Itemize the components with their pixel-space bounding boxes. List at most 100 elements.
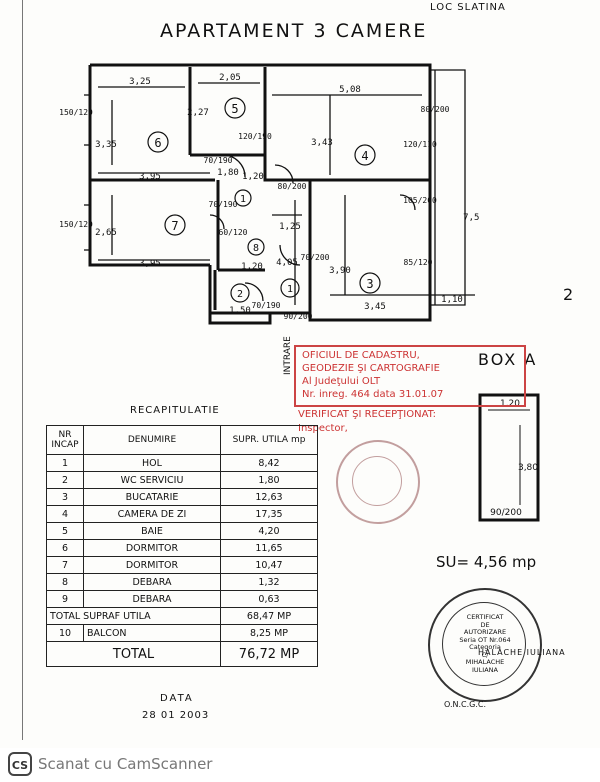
- stamp-line: Inspector,: [298, 423, 348, 434]
- total-util-row: TOTAL SUPRAF UTILA 68,47 MP: [46, 607, 318, 625]
- header-name: DENUMIRE: [83, 425, 221, 455]
- row-nr: 4: [46, 505, 84, 523]
- row-area: 10,47: [220, 556, 318, 574]
- total-value: 76,72 MP: [220, 641, 318, 667]
- header-area: SUPR. UTILA mp: [220, 425, 318, 455]
- authorization-seal-icon: CERTIFICAT DE AUTORIZARE Seria OT Nr.064…: [428, 588, 542, 702]
- date-label: DATA: [160, 693, 194, 704]
- dimension-label: 5,08: [339, 85, 361, 95]
- dimension-label: 2,27: [187, 108, 209, 118]
- stamp-line: Nr. inreg. 464 data 31.01.07: [302, 389, 444, 400]
- room-number: 5: [231, 102, 238, 116]
- row-nr: 8: [46, 573, 84, 591]
- row-area: 1,80: [220, 471, 318, 489]
- opening-label: 80/200: [278, 182, 307, 191]
- dimension-label: 2,05: [219, 73, 241, 83]
- row-nr: 1: [46, 454, 84, 472]
- dimension-label: 1,20: [241, 262, 263, 272]
- opening-label: 150/120: [59, 220, 93, 229]
- room-number: 1: [287, 284, 293, 295]
- box-plan: 1,20 3,80 90/200: [478, 393, 540, 522]
- room-number: 4: [361, 149, 368, 163]
- row-area: 12,63: [220, 488, 318, 506]
- row-name: BAIE: [83, 522, 221, 540]
- table-header-row: NR INCAP DENUMIRE SUPR. UTILA mp: [46, 425, 318, 455]
- opening-label: 90/200: [284, 312, 313, 321]
- dimension-label: 1,10: [441, 295, 463, 305]
- camscanner-icon: CS: [8, 752, 32, 776]
- floor-plan: 6 5 4 7 1 8 3 2 1 3,25 2,05 5,08 3,35 2,…: [59, 63, 480, 325]
- row-name: BUCATARIE: [83, 488, 221, 506]
- row-nr: 9: [46, 590, 84, 608]
- row-area: 8,42: [220, 454, 318, 472]
- seal-line: C/: [481, 650, 489, 659]
- row-area: 17,35: [220, 505, 318, 523]
- dimension-label: 4,05: [276, 258, 298, 268]
- header-nr: NR INCAP: [46, 425, 84, 455]
- row-nr: 5: [46, 522, 84, 540]
- total-row: TOTAL 76,72 MP: [46, 641, 318, 667]
- cadastre-stamp: OFICIUL DE CADASTRU, GEODEZIE ŞI CARTOGR…: [294, 345, 526, 407]
- box-dimension: 3,80: [518, 463, 538, 473]
- seal-line: Seria OT Nr.064: [459, 635, 511, 644]
- dimension-label: 1,25: [279, 222, 301, 232]
- box-area: SU= 4,56 mp: [436, 553, 537, 571]
- seal-line: AUTORIZARE: [463, 628, 507, 636]
- row-name: HOL: [83, 454, 221, 472]
- balcon-label: BALCON: [83, 624, 221, 642]
- box-dimension: 1,20: [500, 399, 520, 409]
- dimension-label: 2,65: [95, 228, 117, 238]
- room-number: 6: [154, 136, 161, 150]
- location-label: LOC SLATINA: [430, 2, 506, 13]
- dimension-label: 3,25: [129, 77, 151, 87]
- seal-line: IULIANA: [472, 665, 498, 674]
- row-area: 1,32: [220, 573, 318, 591]
- page-title: APARTAMENT 3 CAMERE: [160, 20, 428, 42]
- balcon-area: 8,25 MP: [220, 624, 318, 642]
- dimension-label: 7,50: [463, 213, 480, 223]
- opening-label: 60/120: [219, 228, 248, 237]
- recap-title: RECAPITULATIE: [130, 405, 220, 416]
- stamp-line: OFICIUL DE CADASTRU,: [302, 350, 420, 361]
- stamp-line: GEODEZIE ŞI CARTOGRAFIE: [302, 363, 440, 374]
- seal-line: DE: [480, 620, 490, 629]
- room-number: 8: [253, 243, 259, 254]
- total-label: TOTAL: [46, 641, 221, 667]
- opening-label: 70/190: [204, 156, 233, 165]
- opening-label: 70/190: [252, 301, 281, 310]
- row-name: WC SERVICIU: [83, 471, 221, 489]
- box-dimension: 90/200: [490, 508, 522, 518]
- dimension-label: 1,20: [242, 172, 264, 182]
- balcon-row: 10 BALCON 8,25 MP: [46, 624, 318, 642]
- row-name: CAMERA DE ZI: [83, 505, 221, 523]
- row-nr: 7: [46, 556, 84, 574]
- row-name: DEBARA: [83, 590, 221, 608]
- seal-bottom: O.N.C.G.C.: [444, 700, 487, 709]
- opening-label: 80/200: [421, 105, 450, 114]
- row-name: DORMITOR: [83, 556, 221, 574]
- opening-label: 120/110: [403, 140, 437, 149]
- date-value: 28 01 2003: [142, 710, 210, 721]
- seal-line: Categoria: [469, 643, 501, 651]
- row-nr: 2: [46, 471, 84, 489]
- row-nr: 6: [46, 539, 84, 557]
- dimension-label: 3,35: [95, 140, 117, 150]
- opening-label: 150/120: [59, 108, 93, 117]
- round-stamp-icon: [336, 440, 420, 524]
- dimension-label: 1,50: [229, 306, 251, 316]
- seal-line: CERTIFICAT: [466, 613, 504, 621]
- seal-line: MIHALACHE: [465, 658, 505, 666]
- room-number: 7: [171, 219, 178, 233]
- opening-label: 105/200: [403, 196, 437, 205]
- balcon-nr: 10: [46, 624, 84, 642]
- row-area: 4,20: [220, 522, 318, 540]
- room-number: 1: [240, 194, 246, 205]
- seal-side-text: HALACHE IULIANA: [478, 648, 566, 657]
- opening-label: 120/190: [238, 132, 272, 141]
